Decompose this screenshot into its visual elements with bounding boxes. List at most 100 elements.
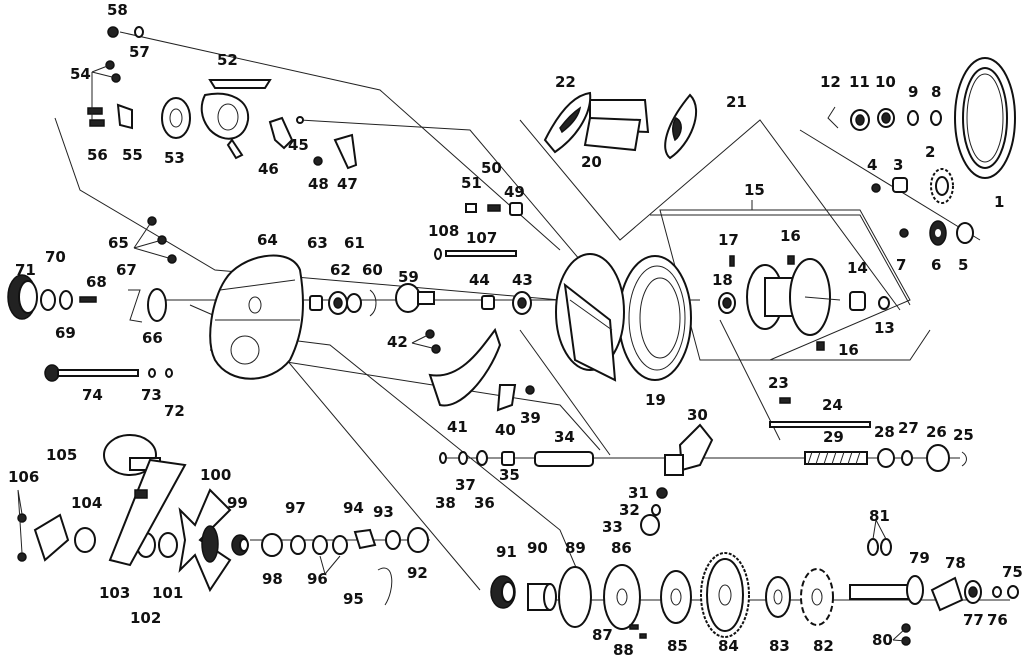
callout-52: 52 (217, 51, 238, 69)
part-3-bushing (892, 177, 908, 193)
callout-84: 84 (718, 637, 739, 655)
callout-83: 83 (769, 637, 790, 655)
callout-13: 13 (874, 319, 895, 337)
part-45-pin (296, 116, 304, 124)
part-15-spool (746, 258, 841, 336)
part-81-rings (867, 538, 892, 556)
part-100-star (178, 488, 232, 593)
callout-28: 28 (874, 423, 895, 441)
callout-34: 34 (554, 428, 575, 446)
part-14-pinion (849, 291, 866, 311)
part-31-screw (656, 487, 668, 499)
part-12-spring (827, 106, 839, 129)
part-49-nut (509, 202, 523, 216)
part-8-clip (930, 110, 942, 126)
callout-93: 93 (373, 503, 394, 521)
callout-106: 106 (8, 468, 39, 486)
callout-72: 72 (164, 402, 185, 420)
part-79-shaft (849, 575, 924, 605)
callout-35: 35 (499, 466, 520, 484)
callout-65: 65 (108, 234, 129, 252)
part-20-thumb-bar (583, 99, 650, 152)
part-30-pawl (664, 423, 714, 476)
part-9-clip (907, 110, 919, 126)
callout-100: 100 (200, 466, 231, 484)
callout-79: 79 (909, 549, 930, 567)
part-47-arm (333, 133, 358, 170)
callout-73: 73 (141, 386, 162, 404)
part-91-clutch (490, 575, 516, 609)
callout-69: 69 (55, 324, 76, 342)
part-83-washer (765, 576, 791, 618)
callout-44: 44 (469, 271, 490, 289)
callout-70: 70 (45, 248, 66, 266)
callout-91: 91 (496, 543, 517, 561)
part-25-clip (961, 451, 967, 467)
callout-95: 95 (343, 590, 364, 608)
callout-37: 37 (455, 476, 476, 494)
part-11-bearing (850, 109, 870, 131)
callout-58: 58 (107, 1, 128, 19)
callout-47: 47 (337, 175, 358, 193)
callout-14: 14 (847, 259, 868, 277)
part-26-knob (926, 444, 950, 472)
callout-30: 30 (687, 406, 708, 424)
part-72-washer (165, 368, 173, 378)
part-42-screws (425, 329, 441, 354)
callout-99: 99 (227, 494, 248, 512)
part-24-rod (769, 421, 871, 428)
callout-16a: 16 (780, 227, 801, 245)
part-22-side-cover (543, 91, 592, 154)
part-63-bushing (309, 295, 323, 311)
part-97-washer (290, 535, 306, 555)
part-96-washers (312, 535, 348, 555)
part-57-washer (134, 26, 144, 38)
callout-96: 96 (307, 570, 328, 588)
part-56-springs (87, 107, 105, 127)
part-87-pin (629, 624, 639, 630)
part-107-rod (445, 250, 517, 257)
callout-41: 41 (447, 418, 468, 436)
callout-60: 60 (362, 261, 383, 279)
part-76-clip (992, 586, 1002, 598)
part-4-pin (871, 183, 881, 193)
callout-107: 107 (466, 229, 497, 247)
callout-90: 90 (527, 539, 548, 557)
part-10-bearing (877, 108, 895, 128)
part-78-plate (930, 576, 964, 612)
callout-64: 64 (257, 231, 278, 249)
part-67-spring (128, 289, 143, 323)
part-36-washer (476, 450, 488, 466)
part-64-side-plate (209, 254, 304, 380)
part-106-screws (17, 513, 27, 562)
callout-labels: 1 2 3 4 5 6 7 8 9 10 11 12 13 14 15 16 1… (8, 1, 1023, 659)
callout-10: 10 (875, 73, 896, 91)
part-98-nut (261, 533, 283, 557)
callout-29: 29 (823, 428, 844, 446)
part-55-clip (116, 103, 133, 130)
callout-104: 104 (71, 494, 102, 512)
part-1-side-plate-ring (954, 57, 1016, 179)
callout-26: 26 (926, 423, 947, 441)
part-6-washer (929, 220, 947, 246)
callout-24: 24 (822, 396, 843, 414)
callout-103: 103 (99, 584, 130, 602)
callout-ticks (17, 64, 907, 642)
callout-94: 94 (343, 499, 364, 517)
part-66-ring (147, 288, 167, 322)
part-2-gear (930, 168, 954, 204)
callout-87: 87 (592, 626, 613, 644)
part-101-washer (158, 532, 178, 558)
callout-82: 82 (813, 637, 834, 655)
part-86-drag-washer (603, 564, 641, 630)
part-84-main-gear (700, 552, 750, 638)
callout-43: 43 (512, 271, 533, 289)
part-43-bearing (512, 291, 532, 315)
callout-16b: 16 (838, 341, 859, 359)
callout-89: 89 (565, 539, 586, 557)
callout-21: 21 (726, 93, 747, 111)
part-88-spring (639, 633, 647, 639)
callout-3: 3 (893, 156, 903, 174)
callout-57: 57 (129, 43, 150, 61)
